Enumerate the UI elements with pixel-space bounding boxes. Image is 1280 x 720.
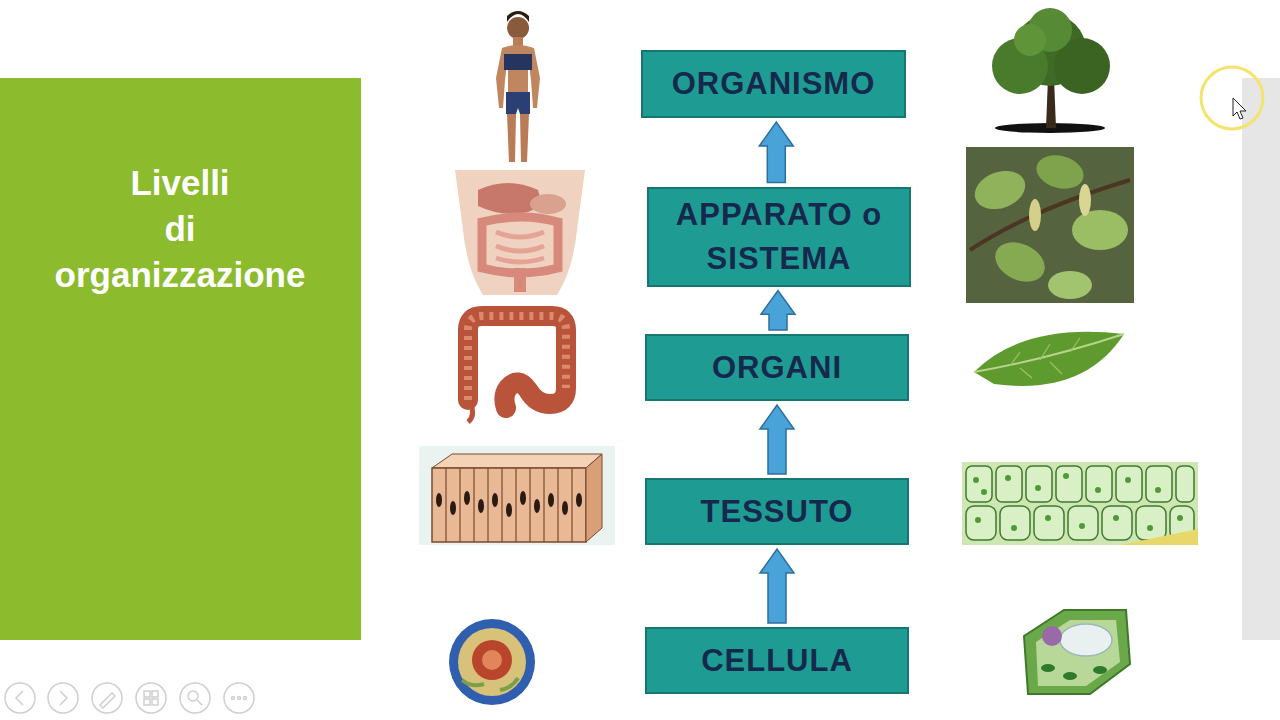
level-label: APPARATO o SISTEMA [649, 193, 909, 281]
branch-photo [966, 147, 1134, 303]
human-figure [496, 11, 540, 162]
torso-organs [455, 170, 585, 295]
level-label: ORGANISMO [658, 62, 890, 106]
colon-organ [468, 316, 566, 422]
level-box: APPARATO o SISTEMA [647, 187, 911, 287]
block-arrow [760, 549, 794, 623]
plant-tissue [962, 462, 1198, 545]
plant-cell [1024, 610, 1130, 694]
leaf [974, 332, 1124, 386]
level-box: ORGANISMO [641, 50, 906, 118]
level-box: CELLULA [645, 627, 909, 694]
level-label: ORGANI [698, 346, 856, 390]
level-box: TESSUTO [645, 478, 909, 545]
block-arrow [761, 291, 795, 331]
animal-cell [449, 619, 535, 705]
cursor-highlight [1201, 67, 1263, 129]
block-arrow [760, 405, 794, 474]
block-arrow [759, 122, 793, 183]
tree [992, 8, 1110, 133]
level-box: ORGANI [645, 334, 909, 401]
level-label: CELLULA [687, 639, 867, 683]
slide-title: Livelli di organizzazione [20, 160, 340, 298]
scroll-bar [1242, 78, 1280, 640]
level-label: TESSUTO [687, 490, 868, 534]
title-panel: Livelli di organizzazione [0, 78, 361, 640]
animal-tissue [419, 446, 615, 545]
slideshow-controls [5, 683, 254, 713]
